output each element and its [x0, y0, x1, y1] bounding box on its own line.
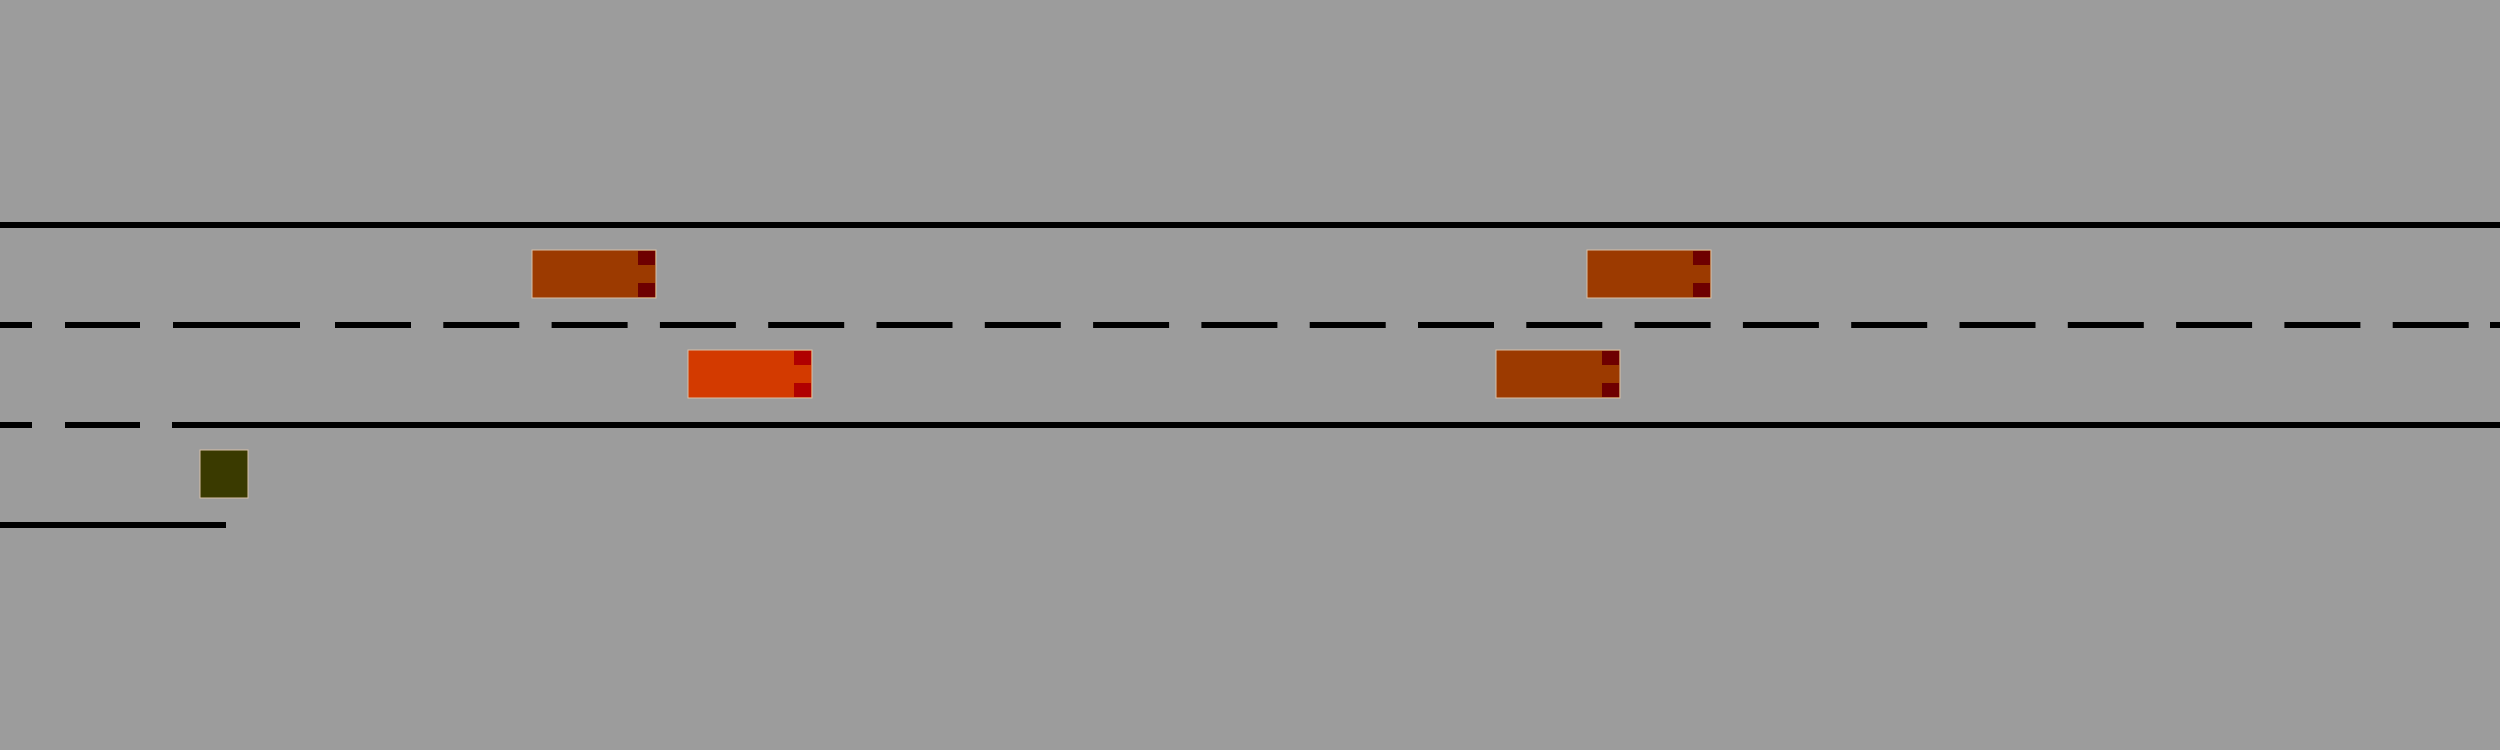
vehicle-upper-lane-2 — [1586, 249, 1712, 299]
ego-vehicle — [687, 349, 813, 399]
vehicle-lower-lane-1 — [1495, 349, 1621, 399]
vehicle-upper-lane-1 — [531, 249, 657, 299]
obstacle-block — [199, 449, 249, 499]
